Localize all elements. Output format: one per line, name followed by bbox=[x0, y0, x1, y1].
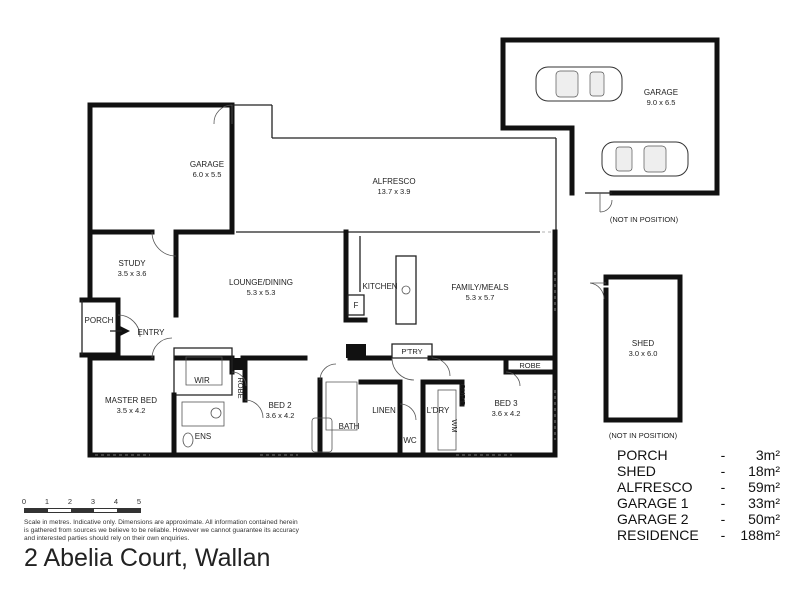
car-icon bbox=[535, 66, 623, 102]
area-row: GARAGE 1 - 33m² bbox=[617, 495, 780, 511]
house-walls bbox=[79, 102, 558, 458]
area-name: GARAGE 2 bbox=[617, 511, 689, 527]
room-label: KITCHEN bbox=[362, 282, 397, 291]
scale-tick: 2 bbox=[67, 497, 73, 506]
area-value: 59m² bbox=[748, 479, 780, 495]
room-dims: 5.3 x 5.3 bbox=[247, 288, 276, 297]
room-label: GARAGE bbox=[644, 88, 678, 97]
area-summary: PORCH - 3m² SHED - 18m² ALFRESCO - 59m² … bbox=[617, 447, 780, 543]
room-label: L'DRY bbox=[427, 406, 450, 415]
area-row: PORCH - 3m² bbox=[617, 447, 780, 463]
not-in-position-note: (NOT IN POSITION) bbox=[610, 215, 679, 224]
room-dims: 3.6 x 4.2 bbox=[492, 409, 521, 418]
room-label: CUP'D bbox=[458, 384, 467, 407]
area-dash: - bbox=[720, 479, 726, 495]
room-label: PORCH bbox=[85, 316, 114, 325]
detached-garage bbox=[500, 37, 720, 213]
room-label: WIR bbox=[194, 376, 210, 385]
room-label: MASTER BED bbox=[105, 396, 157, 405]
scale-tick: 0 bbox=[21, 497, 27, 506]
room-label: LINEN bbox=[372, 406, 396, 415]
area-value: 3m² bbox=[755, 447, 780, 463]
scale-tick: 5 bbox=[136, 497, 142, 506]
scale-tick: 3 bbox=[90, 497, 96, 506]
room-label: LOUNGE/DINING bbox=[229, 278, 293, 287]
disclaimer-text: Scale in metres. Indicative only. Dimens… bbox=[24, 519, 299, 542]
room-label: ROBE bbox=[519, 361, 540, 370]
area-value: 33m² bbox=[748, 495, 780, 511]
area-name: SHED bbox=[617, 463, 656, 479]
area-name: PORCH bbox=[617, 447, 668, 463]
property-address: 2 Abelia Court, Wallan bbox=[24, 544, 271, 572]
scale-bar: 0 1 2 3 4 5 Scale in metres. Indicative … bbox=[21, 497, 304, 543]
room-labels: GARAGE 9.0 x 6.5 (NOT IN POSITION) GARAG… bbox=[85, 88, 679, 445]
area-dash: - bbox=[720, 495, 726, 511]
area-row: RESIDENCE - 188m² bbox=[617, 527, 780, 543]
room-dims: 3.5 x 3.6 bbox=[118, 269, 147, 278]
room-dims: 3.5 x 4.2 bbox=[117, 406, 146, 415]
area-name: ALFRESCO bbox=[617, 479, 693, 495]
room-label: ALFRESCO bbox=[372, 177, 415, 186]
room-label: SHED bbox=[632, 339, 654, 348]
not-in-position-note: (NOT IN POSITION) bbox=[609, 431, 678, 440]
room-dims: 3.6 x 4.2 bbox=[266, 411, 295, 420]
room-label: WC bbox=[403, 436, 417, 445]
area-value: 18m² bbox=[748, 463, 780, 479]
scale-tick: 4 bbox=[113, 497, 119, 506]
room-label: ENTRY bbox=[138, 328, 166, 337]
room-dims: 5.3 x 5.7 bbox=[466, 293, 495, 302]
room-label: ENS bbox=[195, 432, 211, 441]
area-dash: - bbox=[720, 527, 726, 543]
room-label: BED 2 bbox=[268, 401, 292, 410]
room-label: F bbox=[354, 301, 359, 310]
room-dims: 13.7 x 3.9 bbox=[378, 187, 411, 196]
room-label: BED 3 bbox=[494, 399, 518, 408]
room-dims: 3.0 x 6.0 bbox=[629, 349, 658, 358]
room-dims: 6.0 x 5.5 bbox=[193, 170, 222, 179]
room-label: ROBE bbox=[236, 377, 245, 398]
room-label: FAMILY/MEALS bbox=[451, 283, 508, 292]
room-label: STUDY bbox=[118, 259, 146, 268]
room-dims: 9.0 x 6.5 bbox=[647, 98, 676, 107]
area-value: 188m² bbox=[740, 527, 780, 543]
room-label: GARAGE bbox=[190, 160, 224, 169]
car-icon bbox=[601, 141, 689, 177]
room-label: WM bbox=[450, 419, 459, 432]
area-dash: - bbox=[720, 447, 726, 463]
room-label: BATH bbox=[339, 422, 360, 431]
area-row: ALFRESCO - 59m² bbox=[617, 479, 780, 495]
area-name: GARAGE 1 bbox=[617, 495, 689, 511]
area-value: 50m² bbox=[748, 511, 780, 527]
scale-bar-graphic bbox=[24, 508, 141, 513]
detached-shed bbox=[589, 274, 683, 423]
area-name: RESIDENCE bbox=[617, 527, 699, 543]
area-row: SHED - 18m² bbox=[617, 463, 780, 479]
scale-tick: 1 bbox=[44, 497, 50, 506]
area-dash: - bbox=[720, 463, 726, 479]
room-label: P'TRY bbox=[401, 347, 422, 356]
area-dash: - bbox=[720, 511, 726, 527]
area-row: GARAGE 2 - 50m² bbox=[617, 511, 780, 527]
